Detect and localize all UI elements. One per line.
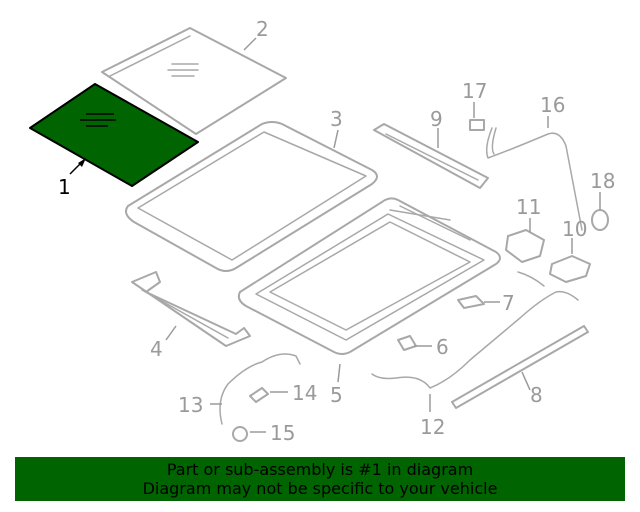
part-7-bracket[interactable]: [457, 295, 485, 309]
callout-3[interactable]: 3: [330, 107, 343, 131]
part-17-clip[interactable]: [469, 119, 485, 131]
callout-14[interactable]: 14: [292, 381, 317, 405]
leader-lines: [69, 37, 601, 433]
part-4-front-trim[interactable]: [131, 271, 251, 347]
callout-7[interactable]: 7: [502, 291, 515, 315]
part-6-bracket[interactable]: [397, 335, 417, 351]
part-5-frame[interactable]: [237, 197, 501, 355]
callout-17[interactable]: 17: [462, 79, 487, 103]
part-16-hose[interactable]: [485, 127, 583, 231]
part-18-grommet[interactable]: [591, 209, 609, 231]
part-15-clip[interactable]: [232, 426, 248, 442]
callout-18[interactable]: 18: [590, 169, 615, 193]
callout-16[interactable]: 16: [540, 93, 565, 117]
part-3-seal[interactable]: [125, 121, 378, 272]
banner-line-2: Diagram may not be specific to your vehi…: [142, 479, 498, 498]
callout-9[interactable]: 9: [430, 107, 443, 131]
banner-line-1: Part or sub-assembly is #1 in diagram: [166, 460, 474, 479]
info-banner: Part or sub-assembly is #1 in diagram Di…: [15, 457, 625, 501]
parts-diagram: 1 2 3 4 5 6 7 8 9 10 11 12 13 14 15 16 1…: [29, 17, 615, 445]
callout-4[interactable]: 4: [150, 337, 163, 361]
part-14-clip[interactable]: [249, 387, 269, 403]
callout-8[interactable]: 8: [530, 383, 543, 407]
part-2-rear-glass[interactable]: [101, 27, 287, 135]
callout-10[interactable]: 10: [562, 217, 587, 241]
callout-13[interactable]: 13: [178, 393, 203, 417]
callout-1[interactable]: 1: [58, 175, 71, 199]
part-13-hose[interactable]: [219, 353, 301, 425]
callout-12[interactable]: 12: [420, 415, 445, 439]
callout-2[interactable]: 2: [256, 17, 269, 41]
callout-5[interactable]: 5: [330, 383, 343, 407]
callout-11[interactable]: 11: [516, 195, 541, 219]
part-9-deflector[interactable]: [373, 123, 489, 189]
part-10-motor[interactable]: [549, 255, 591, 283]
callout-6[interactable]: 6: [436, 335, 449, 359]
callout-15[interactable]: 15: [270, 421, 295, 445]
callout-numbers: 1 2 3 4 5 6 7 8 9 10 11 12 13 14 15 16 1…: [58, 17, 615, 445]
part-11-motor[interactable]: [505, 229, 545, 263]
part-12-hose[interactable]: [371, 271, 579, 389]
part-1-front-glass[interactable]: [29, 83, 199, 187]
part-8-strip[interactable]: [451, 325, 589, 409]
